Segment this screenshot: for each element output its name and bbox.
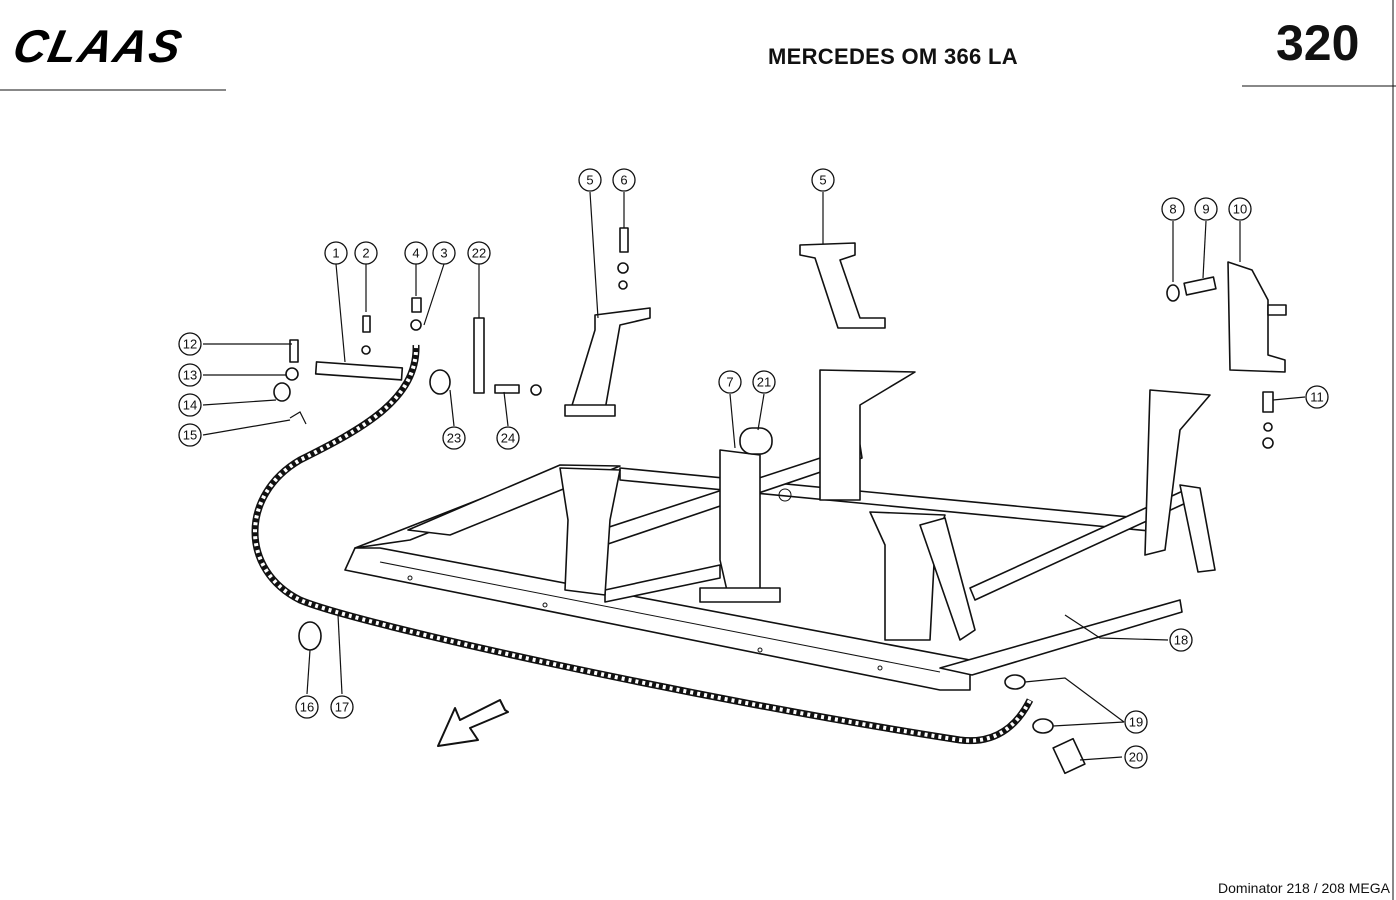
callout-23: 23 (442, 426, 466, 450)
svg-text:CLAAS: CLAAS (9, 20, 188, 71)
footer-model: Dominator 218 / 208 MEGA (1218, 880, 1390, 896)
engine-frame (344, 369, 1216, 691)
callout-5a-label: 5 (586, 173, 593, 188)
callout-14: 14 (178, 393, 202, 417)
callout-2-label: 2 (362, 246, 369, 261)
callout-24-label: 24 (501, 431, 515, 446)
small-fasteners (273, 227, 1274, 775)
claas-logo: CLAAS (9, 20, 188, 71)
callout-7-label: 7 (726, 375, 733, 390)
callout-10-label: 10 (1233, 202, 1247, 217)
callout-12-label: 12 (183, 337, 197, 352)
callout-5b: 5 (811, 168, 835, 192)
callout-22: 22 (467, 241, 491, 265)
callout-13: 13 (178, 363, 202, 387)
callout-9-label: 9 (1202, 202, 1209, 217)
callout-21: 21 (752, 370, 776, 394)
callout-5a: 5 (578, 168, 602, 192)
callout-16: 16 (295, 695, 319, 719)
callout-16-label: 16 (300, 700, 314, 715)
callout-15: 15 (178, 423, 202, 447)
callout-18-label: 18 (1174, 633, 1188, 648)
direction-arrow (437, 699, 509, 747)
callout-13-label: 13 (183, 368, 197, 383)
callout-19: 19 (1124, 710, 1148, 734)
oil-hose (251, 344, 1034, 745)
callout-12: 12 (178, 332, 202, 356)
callout-8-label: 8 (1169, 202, 1176, 217)
callout-17-label: 17 (335, 700, 349, 715)
callout-22-label: 22 (472, 246, 486, 261)
callout-9: 9 (1194, 197, 1218, 221)
callout-2: 2 (354, 241, 378, 265)
callout-6: 6 (612, 168, 636, 192)
callout-17: 17 (330, 695, 354, 719)
page-title: MERCEDES OM 366 LA (768, 44, 1018, 69)
callout-11-label: 11 (1310, 390, 1324, 405)
callout-5b-label: 5 (819, 173, 826, 188)
bracket-5-right (799, 242, 886, 329)
bracket-10 (1227, 261, 1287, 373)
callout-20: 20 (1124, 745, 1148, 769)
callout-20-label: 20 (1129, 750, 1143, 765)
callout-15-label: 15 (183, 428, 197, 443)
page-number: 320 (1276, 15, 1360, 71)
leader-lines (202, 191, 1306, 761)
callout-8: 8 (1161, 197, 1185, 221)
callout-18: 18 (1169, 628, 1193, 652)
callout-1: 1 (324, 241, 348, 265)
callout-21-label: 21 (757, 375, 771, 390)
callout-19-label: 19 (1129, 715, 1143, 730)
callout-14-label: 14 (183, 398, 197, 413)
bracket-5-left (564, 307, 651, 417)
callout-7: 7 (718, 370, 742, 394)
callout-3: 3 (432, 241, 456, 265)
callout-6-label: 6 (620, 173, 627, 188)
callout-4-label: 4 (412, 246, 419, 261)
callout-24: 24 (496, 426, 520, 450)
callout-4: 4 (404, 241, 428, 265)
callout-23-label: 23 (447, 431, 461, 446)
callout-10: 10 (1228, 197, 1252, 221)
callout-11: 11 (1305, 385, 1329, 409)
callout-1-label: 1 (332, 246, 339, 261)
callout-3-label: 3 (440, 246, 447, 261)
